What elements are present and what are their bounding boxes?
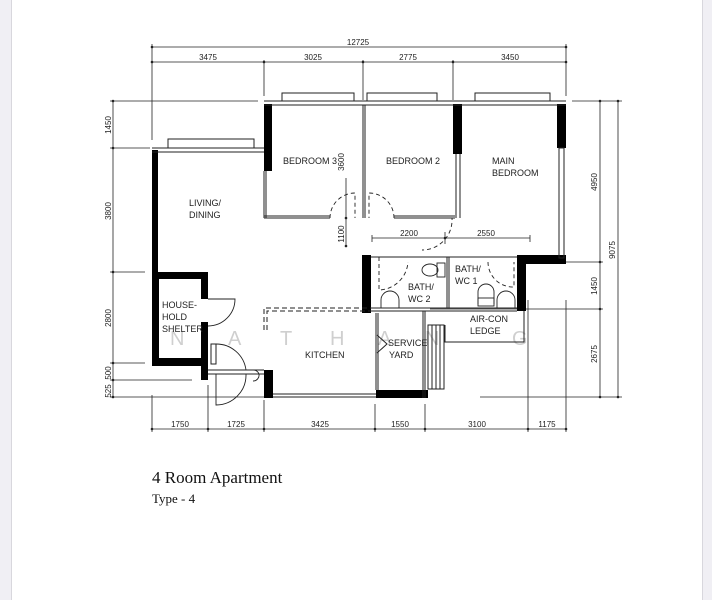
doors: [207, 298, 260, 406]
svg-text:H: H: [330, 328, 344, 350]
room-bath-wc-1: BATH/: [455, 264, 481, 274]
svg-text:4950: 4950: [590, 173, 599, 191]
svg-text:9075: 9075: [608, 241, 617, 259]
fixtures: [380, 262, 516, 308]
dimension-ticks: [111, 45, 620, 431]
svg-text:1450: 1450: [590, 277, 599, 295]
svg-text:3425: 3425: [311, 420, 329, 429]
room-aircon-ledge: AIR-CON: [470, 314, 508, 324]
dashed-lines: [263, 307, 376, 330]
svg-text:525: 525: [104, 384, 113, 398]
svg-text:3800: 3800: [104, 202, 113, 220]
plan-caption: 4 Room Apartment Type - 4: [152, 468, 282, 508]
svg-text:SHELTER: SHELTER: [162, 324, 203, 334]
svg-text:500: 500: [104, 366, 113, 380]
dashed-doors: [329, 192, 515, 291]
svg-text:YARD: YARD: [389, 350, 414, 360]
svg-text:G: G: [512, 328, 528, 350]
room-bedroom-2: BEDROOM 2: [386, 156, 440, 166]
svg-text:A: A: [228, 328, 242, 350]
plan-subtitle: Type - 4: [152, 491, 196, 506]
room-main-bedroom: MAIN: [492, 156, 515, 166]
svg-text:1725: 1725: [227, 420, 245, 429]
svg-text:1100: 1100: [337, 225, 346, 243]
svg-text:1450: 1450: [104, 116, 113, 134]
svg-text:3475: 3475: [199, 53, 217, 62]
svg-text:3600: 3600: [337, 153, 346, 171]
svg-text:12725: 12725: [347, 38, 370, 47]
room-bath-wc-2: BATH/: [408, 282, 434, 292]
svg-text:T: T: [280, 328, 292, 350]
svg-text:LEDGE: LEDGE: [470, 326, 501, 336]
svg-text:2800: 2800: [104, 309, 113, 327]
svg-text:BEDROOM: BEDROOM: [492, 168, 539, 178]
svg-text:2775: 2775: [399, 53, 417, 62]
svg-text:WC 1: WC 1: [455, 276, 478, 286]
svg-text:WC 2: WC 2: [408, 294, 431, 304]
plan-title: 4 Room Apartment: [152, 468, 283, 487]
document-page: [11, 0, 703, 600]
svg-text:3100: 3100: [468, 420, 486, 429]
svg-text:2675: 2675: [590, 345, 599, 363]
dimension-labels: 12725 3475 3025 2775 3450 1750 1725 3425…: [104, 38, 617, 429]
svg-text:2550: 2550: [477, 229, 495, 238]
svg-text:1175: 1175: [538, 420, 556, 429]
room-kitchen: KITCHEN: [305, 350, 345, 360]
svg-text:A: A: [378, 328, 392, 350]
room-labels: BEDROOM 3 BEDROOM 2 MAIN BEDROOM LIVING/…: [162, 156, 539, 360]
svg-text:3025: 3025: [304, 53, 322, 62]
svg-text:DINING: DINING: [189, 210, 221, 220]
svg-text:HOLD: HOLD: [162, 312, 188, 322]
svg-text:1550: 1550: [391, 420, 409, 429]
svg-text:1750: 1750: [171, 420, 189, 429]
svg-text:3450: 3450: [501, 53, 519, 62]
room-living-dining: LIVING/: [189, 198, 222, 208]
svg-text:N: N: [170, 328, 184, 350]
room-bedroom-3: BEDROOM 3: [283, 156, 337, 166]
dimension-lines: [110, 44, 622, 432]
svg-text:2200: 2200: [400, 229, 418, 238]
walls: [152, 104, 566, 398]
room-household-shelter: HOUSE-: [162, 300, 197, 310]
thin-walls: [152, 92, 566, 398]
room-service-yard: SERVICE: [388, 338, 427, 348]
